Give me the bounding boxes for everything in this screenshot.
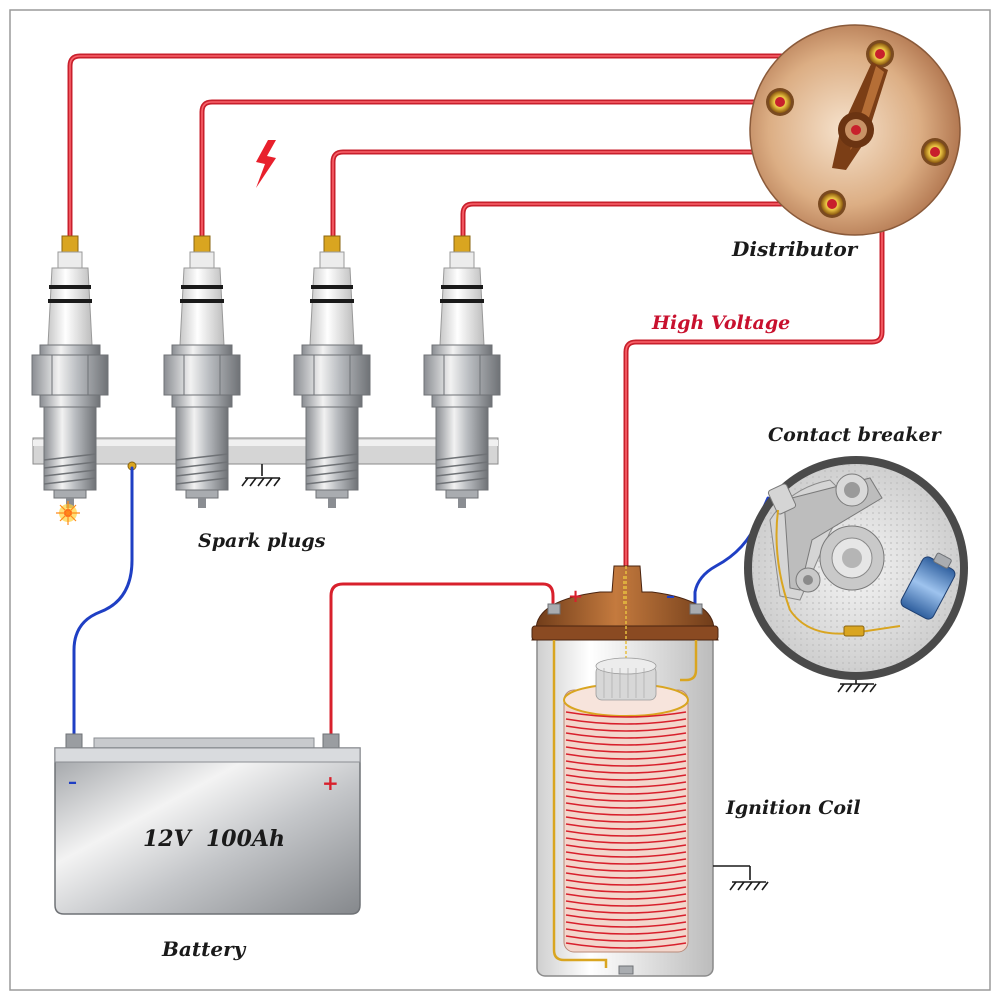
coil-negative-terminal-label: – [666, 586, 675, 607]
condenser [900, 552, 956, 620]
distributor-label: Distributor [731, 237, 859, 261]
distributor-tower-1 [866, 40, 894, 68]
ignition-coil-label: Ignition Coil [725, 797, 861, 819]
battery-positive-wire [329, 582, 555, 744]
spark-plugs [31, 235, 501, 525]
high-voltage-label: High Voltage [651, 312, 790, 334]
contact-breaker-label: Contact breaker [768, 424, 943, 446]
contact-breaker [744, 456, 968, 693]
battery-rating-label: 12V 100Ah [143, 826, 285, 852]
coil-ground-icon [713, 865, 769, 891]
breaker-wire [775, 509, 901, 635]
battery-case [54, 747, 361, 915]
plug-rail-ground-icon [241, 464, 281, 487]
distributor-tower-3 [921, 138, 949, 166]
battery-negative-terminal-label: – [68, 772, 77, 793]
spark-plugs-label: Spark plugs [198, 530, 326, 552]
coil-positive-terminal-label: + [568, 586, 583, 607]
battery-negative-wire [72, 466, 134, 744]
battery-label: Battery [161, 937, 247, 961]
distributor [749, 24, 961, 236]
battery-positive-terminal-label: + [322, 771, 339, 795]
coil-core-lamination [595, 657, 657, 701]
distributor-tower-4 [818, 190, 846, 218]
spark-bolt-icon [256, 140, 276, 188]
breaker-ground-icon [837, 680, 877, 693]
spark-glow-icon [56, 501, 80, 525]
coil-windings [565, 711, 687, 949]
battery [54, 733, 361, 915]
ignition-coil [531, 565, 769, 977]
distributor-tower-2 [766, 88, 794, 116]
spark-plug-1 [31, 235, 109, 508]
